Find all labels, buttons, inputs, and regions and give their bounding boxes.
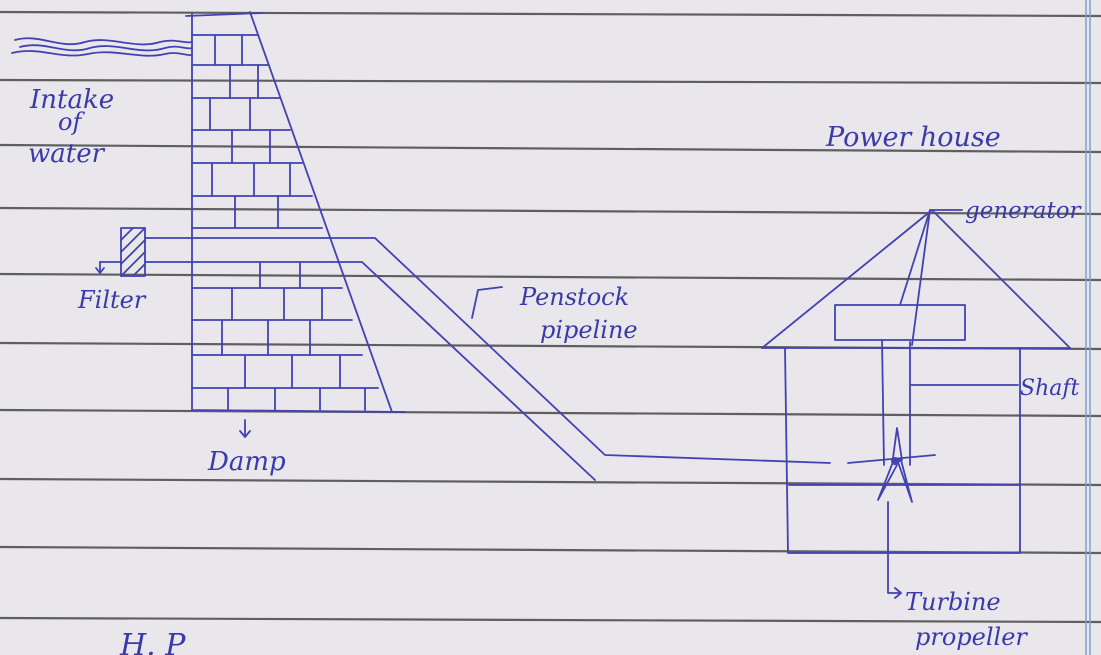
penstock-label-line1: Penstock [519, 283, 629, 311]
generator-block [834, 304, 966, 341]
turbine-propeller-icon [847, 427, 936, 599]
penstock-pipeline [191, 237, 831, 481]
turbine-label-line2: propeller [915, 623, 1028, 651]
margin-line [1085, 0, 1091, 655]
power-house-label: Power house [825, 122, 1001, 153]
dam-label: Damp [207, 447, 286, 477]
intake-label-line1: Intake [29, 85, 114, 115]
dam-bricks [191, 34, 379, 411]
generator-label: generator [965, 198, 1083, 224]
penstock-label-line2: pipeline [540, 316, 638, 344]
ruled-lines [0, 10, 1101, 624]
filter-label: Filter [77, 286, 147, 314]
footer-partial-text: H. P [119, 628, 186, 655]
water-wave-icon [11, 37, 193, 57]
dam [185, 11, 406, 438]
intake-label-line2: of [58, 108, 85, 136]
intake-label-line3: water [28, 139, 106, 169]
shaft-label: Shaft [1020, 376, 1079, 401]
turbine-label-line1: Turbine [905, 588, 1001, 616]
shaft [881, 339, 885, 466]
filter-hatch-icon [95, 227, 193, 277]
power-house [761, 209, 1071, 554]
labels: Intake of water Filter Damp Penstock pip… [28, 85, 1083, 655]
